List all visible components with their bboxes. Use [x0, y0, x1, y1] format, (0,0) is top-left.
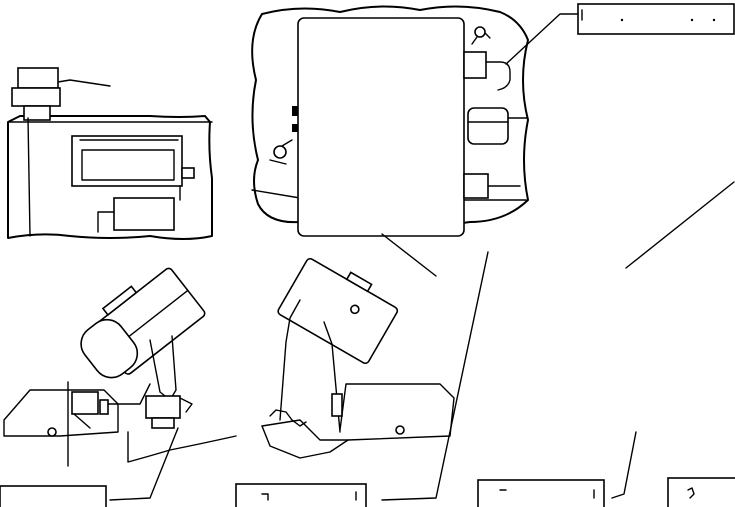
hub-housing [145, 395, 181, 419]
gland-cable-top [485, 61, 511, 91]
callout-box-top-right [505, 3, 735, 65]
valve-head [17, 67, 59, 89]
left-fittings [269, 106, 298, 165]
mount-bolt [47, 427, 57, 437]
valve-stem [23, 105, 51, 121]
gland-body-bottom [463, 173, 489, 199]
callout-boxes-bottom [0, 477, 735, 507]
bracket-pipe [97, 211, 115, 233]
pipe-run [107, 383, 151, 405]
left-nut [273, 145, 287, 159]
assembly-bottom-center [261, 257, 455, 459]
callout-frame-2 [0, 485, 107, 507]
callout-dot-1c [712, 18, 716, 22]
frame-curve-left [127, 431, 237, 463]
center-bolt [395, 425, 405, 435]
assembly-bottom-left [3, 267, 237, 467]
gland-tie-center [291, 419, 307, 427]
leader-line-3 [625, 181, 735, 269]
controller-box-small [71, 135, 183, 187]
fitting-2 [292, 124, 298, 132]
frame-edge-left [27, 117, 31, 237]
cable-gland-top [463, 26, 511, 91]
main-controller-box [297, 17, 465, 237]
gland-center [269, 409, 293, 421]
leader-line-5 [611, 431, 637, 499]
tilted-controller-handle [101, 285, 138, 316]
leader-line-1 [505, 13, 579, 65]
tilted-controller-center [277, 257, 399, 365]
callout-frame-4 [477, 479, 605, 507]
cable-gland-bottom [463, 173, 521, 199]
valve-wire [57, 79, 111, 87]
callout-dot-1b [690, 18, 694, 22]
hub-cap [151, 417, 175, 429]
gland-body-top [463, 51, 487, 79]
gland-nut-top [474, 26, 486, 38]
bracket-block [113, 197, 175, 231]
solenoid-block [71, 391, 99, 415]
callout-frame-1 [577, 3, 735, 35]
connector-small [181, 167, 195, 179]
detail-top-left [7, 67, 213, 240]
center-controller-screw [350, 304, 360, 315]
detail-top-center [251, 5, 529, 237]
relay-body [467, 107, 509, 145]
solenoid-leg [73, 413, 91, 429]
valve-body [11, 87, 61, 107]
rail-line-left [251, 189, 301, 199]
callout-frame-5 [667, 477, 735, 507]
frame-curve-center [261, 425, 349, 459]
support-arm-center-1 [279, 299, 301, 421]
leader-line-2 [381, 233, 437, 277]
tilted-cap-left [80, 318, 139, 379]
left-tie [269, 159, 287, 165]
hub-clip [179, 397, 193, 413]
base-plate-left [3, 389, 119, 437]
leader-line-6 [109, 427, 179, 501]
detail-top-left-cloud-outline [7, 114, 213, 240]
callout-frame-3 [235, 483, 367, 507]
fitting-1 [292, 106, 298, 116]
center-controller-clip [345, 271, 373, 293]
controller-box-window [81, 149, 175, 181]
relay-module [467, 107, 529, 145]
pipe-fitting [99, 399, 109, 415]
center-controller-body [277, 257, 399, 365]
callout-mark-5 [687, 487, 695, 499]
callout-mark-3a [261, 493, 269, 501]
leader-line-4 [381, 251, 489, 501]
center-clamp [331, 393, 343, 417]
base-plate-center [261, 383, 455, 441]
leader-lines [109, 181, 735, 501]
detail-top-center-cloud-outline [251, 5, 529, 227]
callout-dot-1a [620, 18, 624, 22]
